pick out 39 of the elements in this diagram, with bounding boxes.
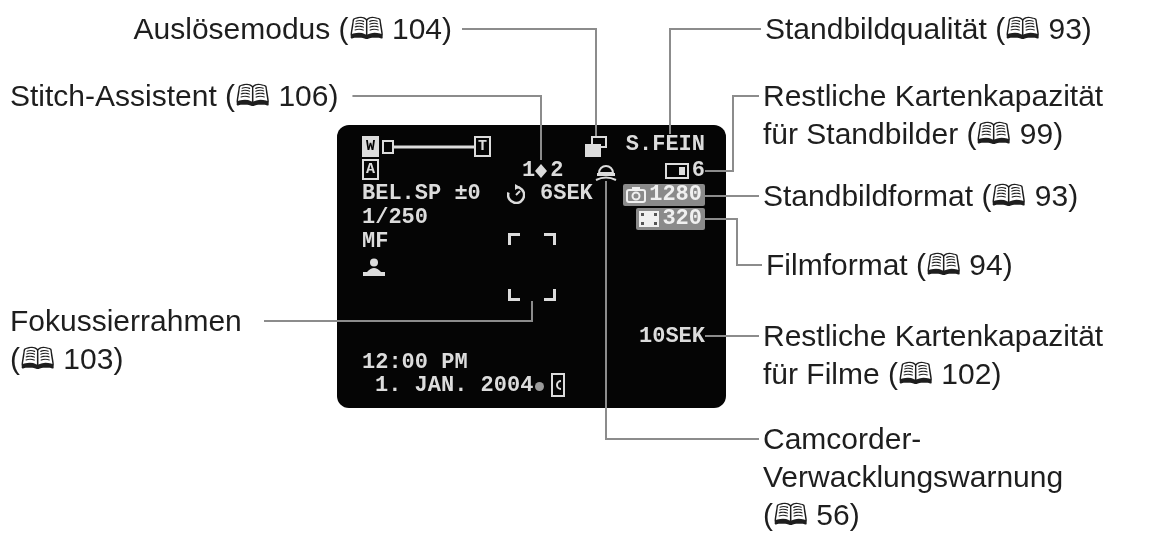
leader-line (704, 335, 760, 337)
display-screen (337, 125, 726, 408)
callout-label: Standbildqualität (🕮 93) (765, 10, 1092, 48)
remaining-time-text: 10SEK (639, 326, 705, 348)
callout-label: Filmformat (🕮 94) (766, 246, 1013, 284)
callout-label: Stitch-Assistent (🕮 106) (10, 77, 339, 115)
frame-number-text: 1 (522, 160, 536, 182)
frame-number-text: 2 (550, 160, 564, 182)
format-indicator (623, 184, 705, 206)
leader-line (704, 95, 760, 172)
callout-label: Camcorder-Verwacklungswarnung (🕮 56) (763, 420, 1093, 534)
drive-mode-icon (585, 136, 607, 157)
callout-label: Restliche Kartenkapazität für Standbilder (🕮 99) (763, 77, 1133, 153)
movie-size-text: 320 (662, 208, 702, 230)
callout-label: Auslösemodus (🕮 104) (133, 10, 452, 48)
leader-line (461, 28, 597, 137)
exposure-text: BEL.SP ±0 (362, 183, 481, 205)
leader-line (263, 300, 533, 322)
callout-label: Standbildformat (🕮 93) (763, 177, 1079, 215)
mode-letter: A (362, 159, 379, 180)
zoom-wide-letter: W (362, 136, 379, 157)
leader-line (704, 195, 760, 197)
callout-label: Fokussierrahmen (🕮 103) (10, 302, 260, 378)
quality-text: S.FEIN (625, 134, 705, 156)
callout-label: Restliche Kartenkapazität für Filme (🕮 102) (763, 317, 1133, 393)
leader-line (704, 218, 763, 266)
shutter-speed-text: 1/250 (362, 207, 428, 229)
date-text: 1. JAN. 2004 (375, 375, 534, 397)
focus-frame (508, 233, 556, 301)
timer-text: 6SEK (540, 183, 593, 205)
image-size-text: 1280 (649, 184, 702, 206)
leader-line (351, 95, 542, 161)
time-text: 12:00 PM (362, 352, 468, 374)
format-indicator (636, 208, 705, 230)
focus-mode-text: MF (362, 231, 389, 253)
remaining-shots-text: 6 (691, 160, 705, 182)
leader-line (605, 180, 760, 440)
leader-line (669, 28, 762, 135)
zoom-tele-letter: T (474, 136, 491, 157)
